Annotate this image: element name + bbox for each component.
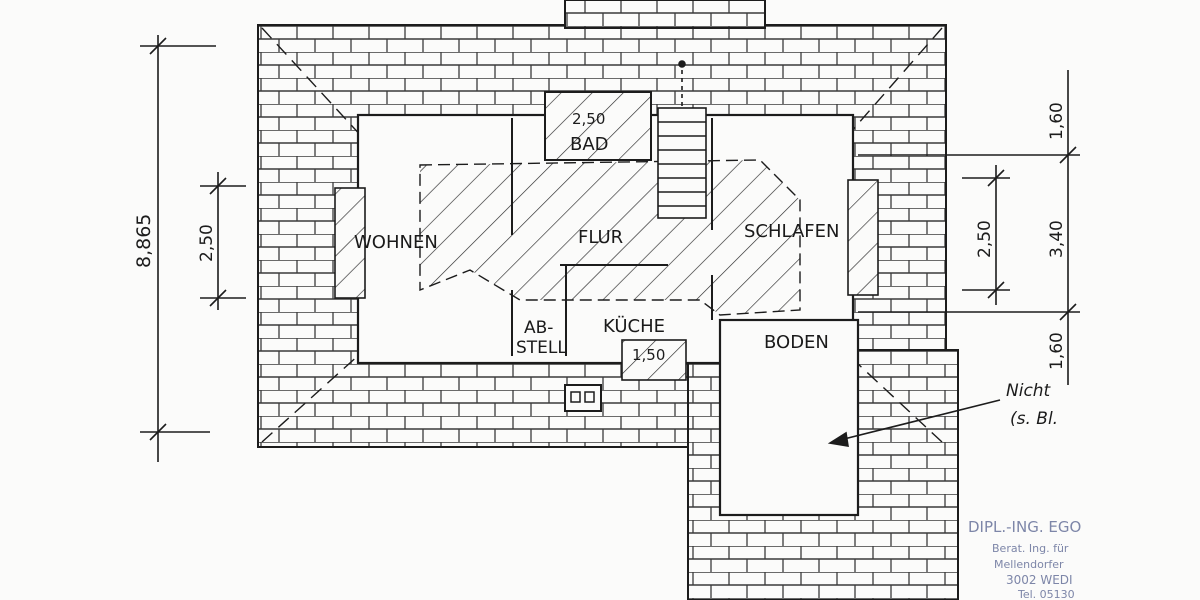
staircase [657,60,707,219]
room-label-boden: BODEN [764,332,829,353]
right-dimensions [858,70,1080,385]
dimension-right-mid: 3,40 [1047,220,1067,258]
room-label-abstell-1: AB- [524,318,553,338]
dimension-overall-left: 8,865 [133,214,155,268]
chimney-icon [564,384,602,412]
dimension-kueche-width: 1,50 [632,346,665,364]
room-label-flur: FLUR [578,227,623,248]
dimension-bad-width: 2,50 [572,110,605,128]
left-dimensions [140,35,246,462]
engineer-stamp: DIPL.-ING. EGO Berat. Ing. für Mellendor… [968,518,1081,600]
room-label-bad: BAD [570,134,609,155]
room-label-abstell-2: STELL [516,338,567,358]
annotation-line-1: Nicht [1006,381,1052,401]
stamp-line-3: Mellendorfer [994,558,1064,571]
roof-top-gable [564,0,766,29]
stamp-line-4: 3002 WEDI [1006,573,1073,587]
stamp-line-5: Tel. 05130 [1017,588,1075,600]
annotation-arrow [827,399,1001,447]
stamp-line-1: DIPL.-ING. EGO [968,518,1081,536]
room-label-kueche: KÜCHE [603,315,665,337]
dimension-right-top: 1,60 [1047,102,1067,140]
annotation-line-2: (s. Bl. [1010,409,1058,429]
walls [511,118,713,356]
dimension-right-bottom: 1,60 [1047,332,1067,370]
dimension-left-inner: 2,50 [197,224,217,262]
dimension-right-inner: 2,50 [975,220,995,258]
stamp-line-2: Berat. Ing. für [992,542,1069,555]
room-label-wohnen: WOHNEN [354,232,438,253]
room-label-schlafen: SCHLAFEN [744,221,839,242]
